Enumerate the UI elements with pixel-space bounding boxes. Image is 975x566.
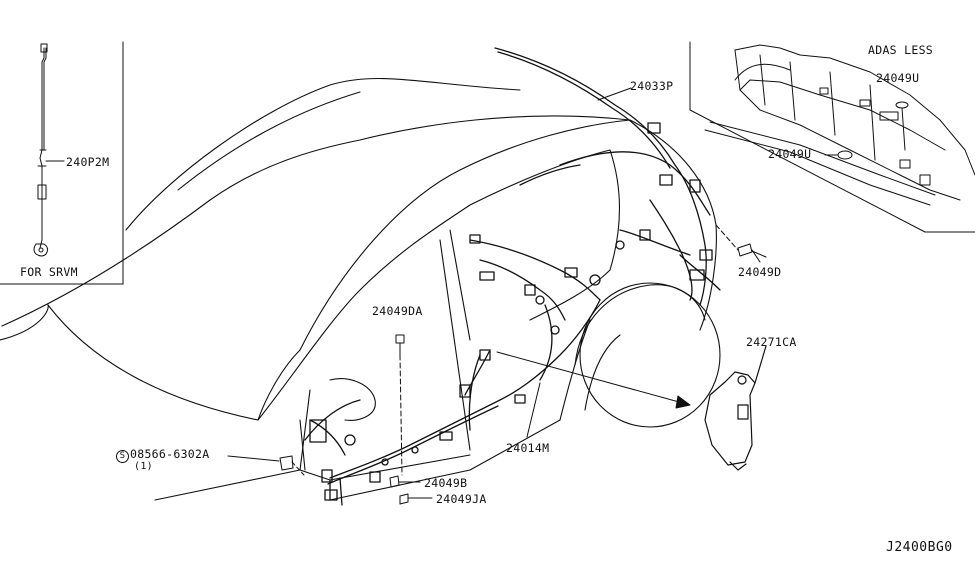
label-24049B: 24049B [424,476,468,490]
srvm-inset-caption: FOR SRVM [20,265,78,279]
diagram-code: J2400BG0 [886,540,953,555]
pointer-arrow [496,351,691,409]
bracket-24271CA [704,345,767,471]
bolt-08566 [227,455,305,476]
label-24049JA: 24049JA [436,492,487,506]
label-24049U-a: 24049U [876,71,920,85]
label-24049D: 24049D [738,265,782,279]
label-24033P: 24033P [630,79,674,93]
label-24271CA: 24271CA [746,335,797,349]
adas-rear-panel [704,44,975,206]
leader-lines [526,87,767,438]
label-24014M: 24014M [506,441,550,455]
car-body-outline [0,78,721,501]
label-24049U-b: 24049U [768,147,812,161]
bolt-symbol: S [116,450,129,463]
adas-inset-frame [689,41,975,233]
clip-24049DA [395,334,405,476]
clips-24049B-24049JA [389,475,433,505]
adas-inset-caption: ADAS LESS [868,43,934,57]
clip-24049D [715,224,761,263]
label-240P2M: 240P2M [66,155,110,169]
label-24049DA: 24049DA [372,304,423,318]
label-08566-quantity: (1) [134,461,153,472]
srvm-inset-frame [0,41,124,285]
main-harness [304,47,721,506]
label-08566-text: 08566-6302A [130,447,210,461]
srvm-cable [33,43,65,257]
